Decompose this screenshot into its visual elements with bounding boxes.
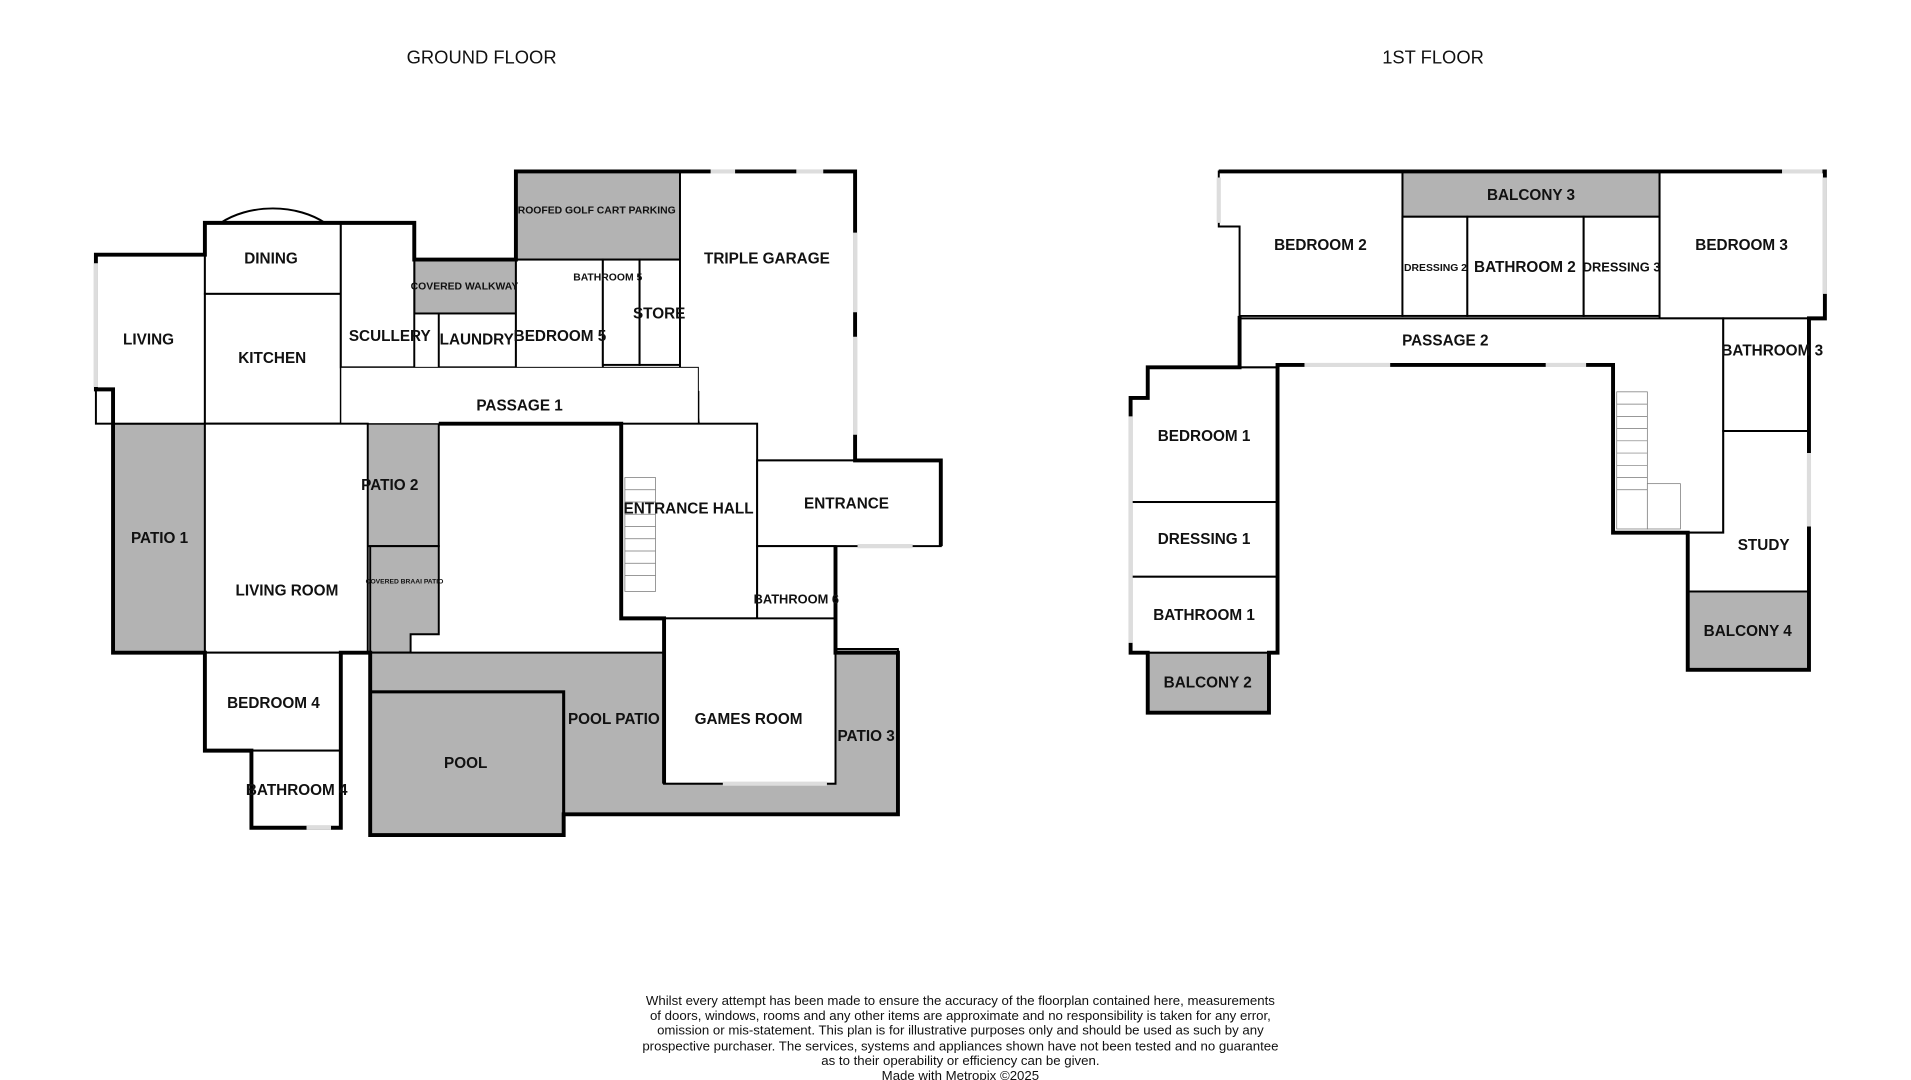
first-floor-stairs: [1616, 391, 1681, 530]
room-label-bathroom-4: BATHROOM 4: [246, 782, 348, 799]
room-label-covered-braai-patio: COVERED BRAAI PATIO: [366, 578, 444, 585]
bedroom-4-area: [203, 651, 342, 752]
first-floor-plan: BEDROOM 2 BALCONY 3 DRESSING 2 BATHROOM …: [1128, 169, 1827, 715]
room-label-golf-cart-parking: ROOFED GOLF CART PARKING: [518, 205, 676, 216]
room-label-patio-2: PATIO 2: [361, 477, 418, 494]
room-label-laundry: LAUNDRY: [440, 331, 514, 348]
room-label-covered-walkway: COVERED WALKWAY: [411, 281, 519, 292]
room-label-triple-garage: TRIPLE GARAGE: [704, 251, 830, 268]
balcony-4-area: [1686, 590, 1810, 671]
room-label-bedroom-4: BEDROOM 4: [227, 695, 320, 712]
passage-1-area: [340, 366, 699, 425]
ground-outer-wall-bottom: [111, 423, 900, 838]
room-label-bedroom-5: BEDROOM 5: [514, 328, 607, 345]
laundry-area: [437, 312, 517, 369]
bathroom-2-area: [1466, 215, 1585, 317]
pool-area: [368, 690, 566, 837]
room-label-kitchen: KITCHEN: [238, 350, 306, 367]
first-outer-wall: [1128, 169, 1827, 715]
disclaimer: Whilst every attempt has been made to en…: [642, 993, 1278, 1080]
bedroom-5-area: [514, 258, 604, 390]
disclaimer-line: as to their operability or efficiency ca…: [821, 1053, 1099, 1068]
disclaimer-line: prospective purchaser. The services, sys…: [642, 1038, 1278, 1053]
room-label-bedroom-2: BEDROOM 2: [1274, 237, 1367, 254]
bedroom-3-area: [1658, 170, 1826, 320]
room-label-bathroom-5: BATHROOM 5: [573, 273, 642, 284]
triple-garage-area: [679, 170, 857, 462]
bathroom-4-area: [250, 749, 342, 829]
room-label-dining: DINING: [244, 251, 298, 268]
room-label-bathroom-6: BATHROOM 6: [754, 591, 839, 606]
kitchen-area: [203, 292, 342, 425]
dressing-2-area: [1401, 215, 1469, 317]
patio-1-area: [112, 422, 206, 654]
first-floor-title: 1ST FLOOR: [1382, 47, 1484, 68]
disclaimer-line: omission or mis-statement. This plan is …: [657, 1023, 1264, 1038]
ground-stairs: [624, 477, 656, 592]
living-room-area: [203, 422, 369, 654]
covered-braai-patio-area: [369, 545, 440, 654]
room-label-patio-1: PATIO 1: [131, 530, 189, 547]
ground-floor-title: GROUND FLOOR: [407, 47, 557, 68]
scullery-area: [339, 221, 416, 369]
room-label-patio-3: PATIO 3: [837, 728, 894, 745]
room-label-bathroom-3: BATHROOM 3: [1721, 342, 1823, 359]
room-label-pool: POOL: [444, 755, 487, 772]
room-label-dressing-1: DRESSING 1: [1158, 531, 1251, 548]
room-label-store: STORE: [633, 306, 685, 323]
room-label-passage-2: PASSAGE 2: [1402, 333, 1488, 350]
room-label-bedroom-3: BEDROOM 3: [1695, 237, 1788, 254]
disclaimer-line: of doors, windows, rooms and any other i…: [650, 1008, 1271, 1023]
games-room-area: [663, 617, 837, 785]
ground-floor-plan: LIVING DINING KITCHEN SCULLERY COVERED W…: [93, 169, 943, 838]
room-label-pool-patio: POOL PATIO: [568, 711, 660, 728]
room-label-bathroom-1: BATHROOM 1: [1153, 607, 1255, 624]
room-label-bathroom-2: BATHROOM 2: [1474, 259, 1576, 276]
room-label-passage-1: PASSAGE 1: [476, 398, 563, 415]
dressing-3-area: [1582, 215, 1661, 317]
store-area: [638, 258, 681, 366]
disclaimer-credit: Made with Metropix ©2025: [882, 1068, 1039, 1080]
room-label-dressing-2: DRESSING 2: [1404, 263, 1467, 274]
bathroom-3-area: [1722, 317, 1810, 432]
bathroom-5-area: [601, 258, 641, 366]
room-label-living: LIVING: [123, 331, 174, 348]
room-label-balcony-4: BALCONY 4: [1704, 623, 1793, 640]
room-label-entrance-hall: ENTRANCE HALL: [624, 500, 754, 517]
courtyard-wall: [438, 421, 667, 784]
room-label-games-room: GAMES ROOM: [695, 711, 803, 728]
room-label-bedroom-1: BEDROOM 1: [1158, 428, 1251, 445]
room-label-balcony-2: BALCONY 2: [1164, 674, 1252, 691]
disclaimer-line: Whilst every attempt has been made to en…: [646, 993, 1275, 1008]
room-label-balcony-3: BALCONY 3: [1487, 187, 1575, 204]
room-label-living-room: LIVING ROOM: [236, 582, 339, 599]
room-label-entrance: ENTRANCE: [804, 496, 889, 513]
room-label-study: STUDY: [1738, 537, 1790, 554]
room-label-scullery: SCULLERY: [349, 328, 431, 345]
room-label-dressing-3: DRESSING 3: [1583, 260, 1661, 275]
